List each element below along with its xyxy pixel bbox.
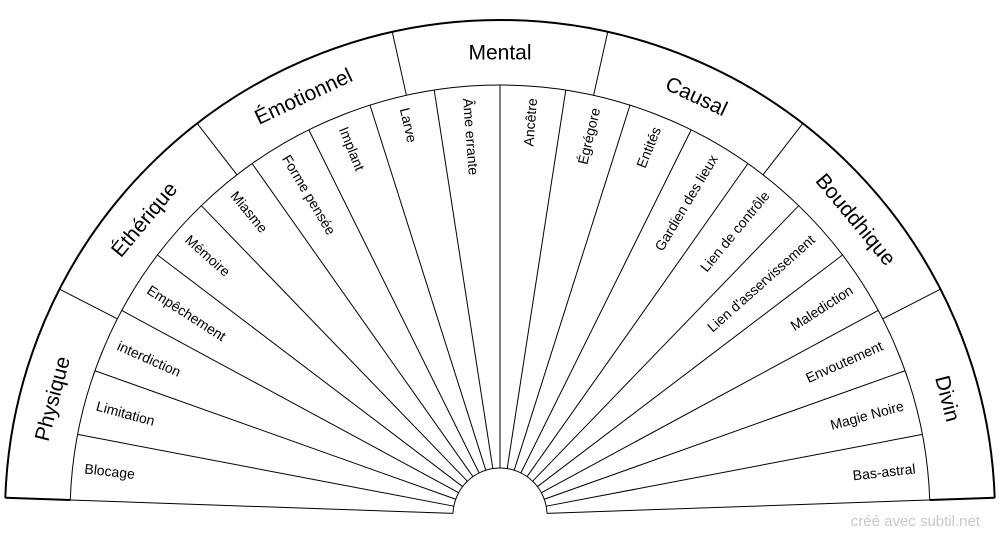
item-ray (77, 433, 454, 507)
item-label: Égrégore (575, 106, 604, 166)
sector-divider (882, 288, 941, 320)
item-label: Magie Noire (828, 398, 905, 433)
item-ray (251, 163, 474, 477)
item-label: Âme errante (460, 98, 482, 176)
item-label: Bas-astral (852, 460, 916, 483)
item-ray (544, 370, 906, 500)
sector-divider (59, 288, 118, 320)
item-label: Empêchement (144, 282, 229, 344)
sector-label: Éthérique (107, 178, 182, 262)
item-label: Mémoire (182, 231, 234, 279)
item-ray (157, 254, 463, 487)
item-rays (5, 85, 995, 514)
item-ray (308, 129, 480, 474)
item-ray (537, 254, 843, 487)
item-ray (506, 89, 567, 469)
item-label: Ancêtre (520, 97, 540, 147)
sector-label: Causal (662, 72, 731, 121)
sector-label: Divin (930, 373, 964, 424)
footer-credit: créé avec subtil.net (850, 513, 980, 530)
sector-label: Physique (31, 354, 75, 443)
sector-label: Bouddhique (811, 169, 900, 270)
item-label: Limitation (95, 398, 157, 429)
sector-divider (593, 31, 609, 96)
item-label: interdiction (115, 338, 183, 380)
item-label: Implant (336, 124, 368, 173)
item-label: Blocage (84, 460, 136, 482)
item-label: Gardien des lieux (651, 152, 721, 254)
sector-dividers (59, 31, 941, 320)
item-ray (526, 163, 749, 477)
item-ray (532, 205, 800, 482)
item-ray (513, 104, 631, 471)
item-ray (121, 310, 459, 494)
item-ray (94, 370, 456, 500)
sector-labels: Physique Éthérique Émotionnel MentalCausalB… (31, 42, 964, 444)
item-label: Miasme (227, 188, 271, 236)
item-label: Larve (397, 106, 421, 144)
hub-arc (452, 467, 548, 514)
sector-divider (196, 123, 238, 176)
item-label: Entités (633, 124, 664, 170)
sector-label: Émotionnel (251, 64, 356, 129)
sector-label: Mental (468, 42, 531, 65)
item-label: Lien de contrôle (697, 188, 773, 275)
item-ray (520, 129, 692, 474)
item-ray (433, 89, 494, 469)
item-ray (200, 205, 468, 482)
outer-arc (4, 19, 996, 498)
item-ray (546, 497, 995, 514)
item-ray (369, 104, 487, 471)
sector-divider (391, 31, 407, 96)
item-ray (541, 310, 879, 494)
item-ray (5, 497, 454, 514)
item-ray (546, 433, 923, 507)
item-label: Forme pensée (279, 152, 339, 238)
sector-divider (762, 123, 804, 176)
